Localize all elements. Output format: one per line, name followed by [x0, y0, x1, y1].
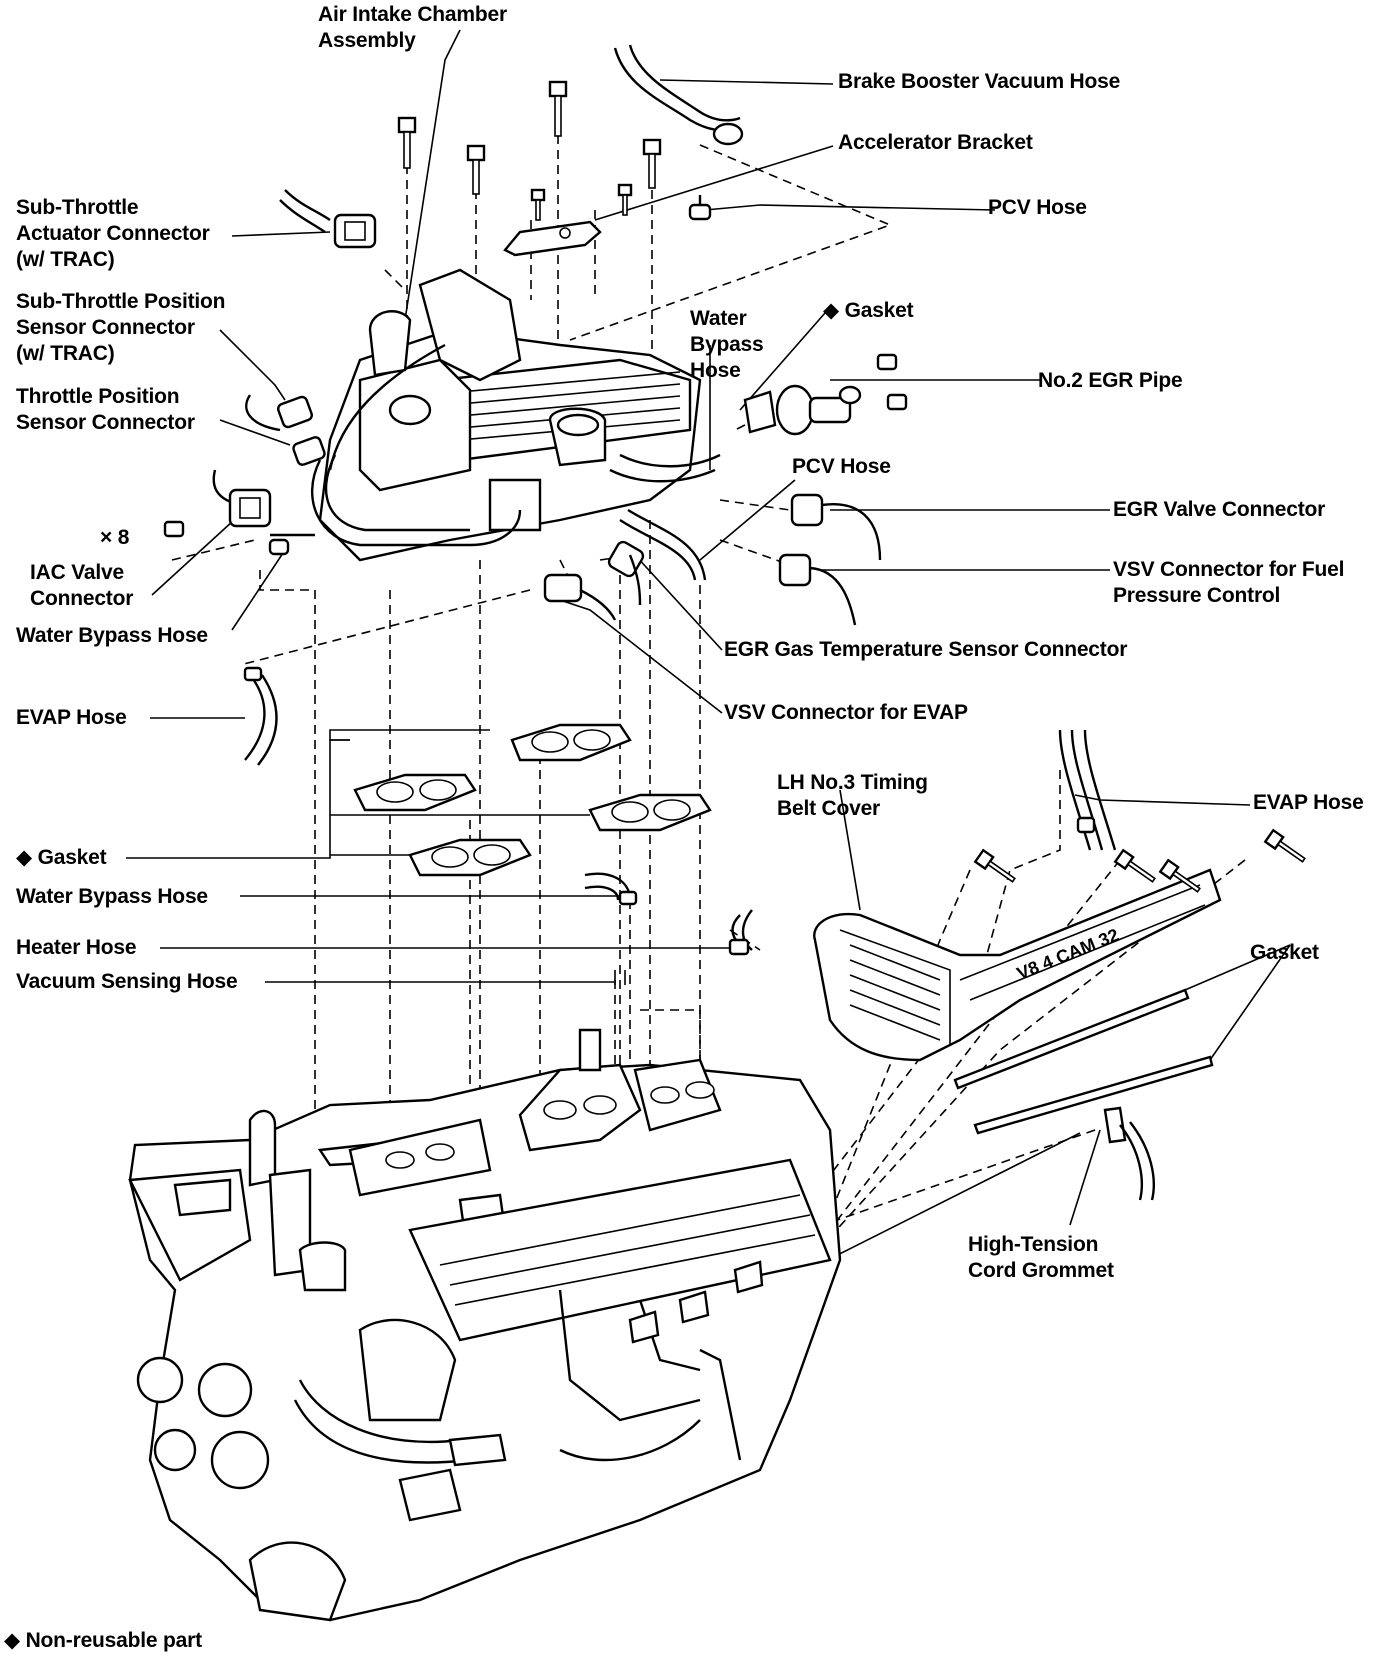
cover-bolts [973, 828, 1306, 893]
egr-valve-connector-part [790, 493, 882, 561]
legend-non-reusable-part: ◆ Non-reusable part [4, 1629, 202, 1652]
intake-gaskets [353, 723, 712, 877]
label-vacuum-sensing-hose: Vacuum Sensing Hose [16, 970, 238, 993]
label-lh-timing-belt-cover: LH No.3 Timing Belt Cover [777, 771, 928, 820]
label-air-intake-chamber: Air Intake Chamber Assembly [318, 3, 507, 52]
high-tension-grommet [1103, 1106, 1155, 1201]
label-high-tension-cord-grommet: High-Tension Cord Grommet [968, 1233, 1114, 1282]
label-gasket-top: ◆ Gasket [823, 299, 914, 322]
label-heater-hose: Heater Hose [16, 936, 137, 959]
small-hoses [584, 872, 753, 985]
brake-booster-hose [613, 44, 744, 146]
label-pcv-hose-mid: PCV Hose [792, 455, 891, 478]
pcv-hose-mid-part [619, 508, 707, 581]
bolts-top [397, 80, 662, 221]
label-water-bypass-hose-lower: Water Bypass Hose [16, 885, 208, 908]
label-no2-egr-pipe: No.2 EGR Pipe [1038, 369, 1183, 392]
air-intake-chamber-part [310, 268, 721, 562]
vsv-fuel-connector-part [778, 553, 857, 626]
leader-lines [126, 29, 1291, 1296]
evap-hose-left-part [243, 666, 278, 766]
right-egr-pipe [743, 353, 908, 436]
label-egr-valve-connector: EGR Valve Connector [1113, 498, 1326, 521]
label-iac-valve-connector: IAC Valve Connector [30, 561, 134, 610]
evap-hose-right-part [1058, 729, 1117, 851]
label-sub-throttle-actuator-connector: Sub-Throttle Actuator Connector (w/ TRAC… [16, 196, 210, 271]
label-throttle-position-sensor-connector: Throttle Position Sensor Connector [16, 385, 195, 434]
label-vsv-connector-fuel-pressure: VSV Connector for Fuel Pressure Control [1113, 558, 1345, 607]
accelerator-bracket-part [503, 220, 602, 257]
label-vsv-connector-evap: VSV Connector for EVAP [724, 701, 968, 724]
label-evap-hose-right: EVAP Hose [1253, 791, 1364, 814]
label-water-bypass-hose-top: Water Bypass Hose [690, 307, 764, 382]
cover-gaskets [953, 988, 1214, 1135]
label-sub-throttle-position-sensor-connector: Sub-Throttle Position Sensor Connector (… [16, 290, 226, 365]
label-accelerator-bracket: Accelerator Bracket [838, 131, 1033, 154]
label-brake-booster-vacuum-hose: Brake Booster Vacuum Hose [838, 70, 1121, 93]
pcv-hose-top-part [688, 195, 712, 221]
lower-connectors [543, 540, 645, 621]
left-connectors [163, 394, 326, 556]
label-evap-hose-left: EVAP Hose [16, 706, 127, 729]
label-gasket-right: Gasket [1250, 941, 1319, 964]
label-egr-gas-temperature-sensor-connector: EGR Gas Temperature Sensor Connector [724, 638, 1128, 661]
engine-block [128, 1028, 842, 1622]
label-pcv-hose-top: PCV Hose [988, 196, 1087, 219]
label-water-bypass-hose-left: Water Bypass Hose [16, 624, 208, 647]
label-times-8: × 8 [100, 526, 130, 549]
sub-throttle-actuator-connector [279, 189, 377, 249]
lh-timing-belt-cover: V8 4 CAM 32 [813, 868, 1222, 1062]
label-gasket-left: ◆ Gasket [16, 846, 107, 869]
